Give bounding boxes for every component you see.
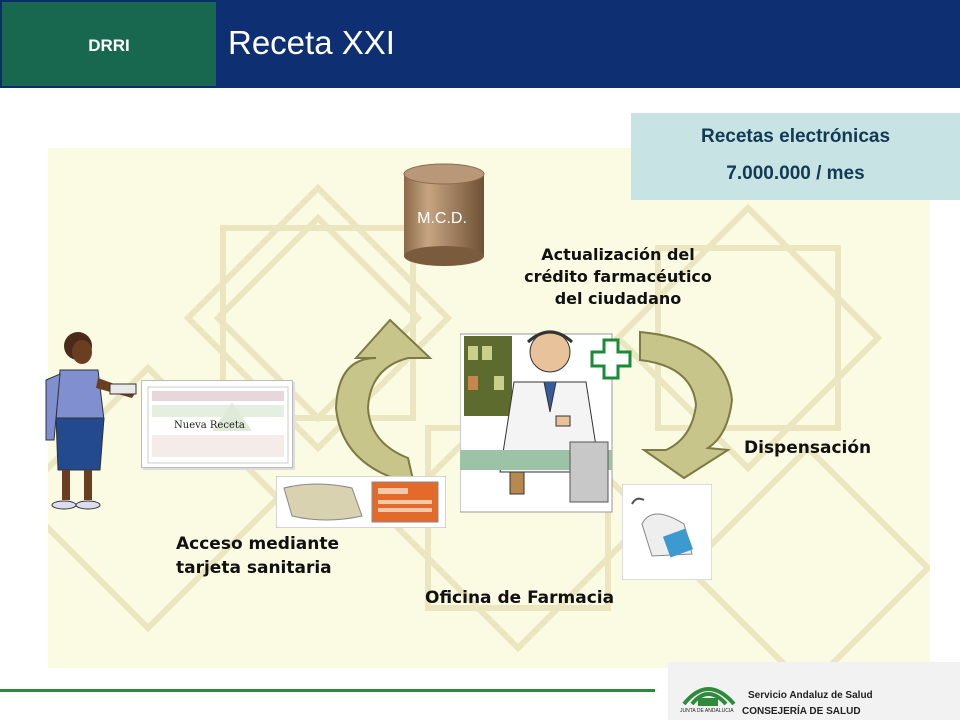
pharmacy-cross-icon [590,338,632,380]
cycle-arrow-icon [639,330,734,480]
update-label-line: crédito farmacéutico [524,267,712,286]
stats-label: Recetas electrónicas [700,126,891,147]
prescription-form-graphic [147,386,289,464]
cycle-arrow-icon [334,318,433,486]
access-label-line: tarjeta sanitaria [176,558,332,578]
card-reader-icon [622,484,712,580]
footer-divider [0,689,655,692]
pharmacist-icon [460,330,613,513]
database-label: M.C.D. [417,210,467,227]
section-badge: DRRI [0,0,216,88]
title-bar: Receta XXI [216,0,960,88]
pharmacy-label: Oficina de Farmacia [425,588,615,608]
update-label-line: del ciudadano [554,289,682,308]
access-label: Acceso mediante tarjeta sanitaria [176,532,339,580]
update-label-line: Actualización del [541,245,695,264]
org-region: JUNTA DE ANDALUCIA [680,708,734,714]
page-title: Receta XXI [228,24,395,61]
stats-value: 7.000.000 / mes [726,163,865,184]
database-icon [403,163,485,266]
stats-box: Recetas electrónicas 7.000.000 / mes [631,113,960,200]
org-department: CONSEJERÍA DE SALUD [742,706,861,717]
update-label: Actualización del crédito farmacéutico d… [498,244,738,310]
prescription-form: Nueva Receta [141,380,293,468]
health-card-icon [276,476,446,528]
section-label: DRRI [88,36,130,55]
access-label-line: Acceso mediante [176,534,340,554]
watermark-pattern [48,183,930,668]
dispensing-label: Dispensación [744,438,872,458]
footer-logo: JUNTA DE ANDALUCIA Servicio Andaluz de S… [668,662,960,720]
junta-logo-icon [682,687,736,706]
doctor-icon [45,332,137,510]
org-service: Servicio Andaluz de Salud [748,690,873,701]
prescription-label: Nueva Receta [174,420,245,431]
